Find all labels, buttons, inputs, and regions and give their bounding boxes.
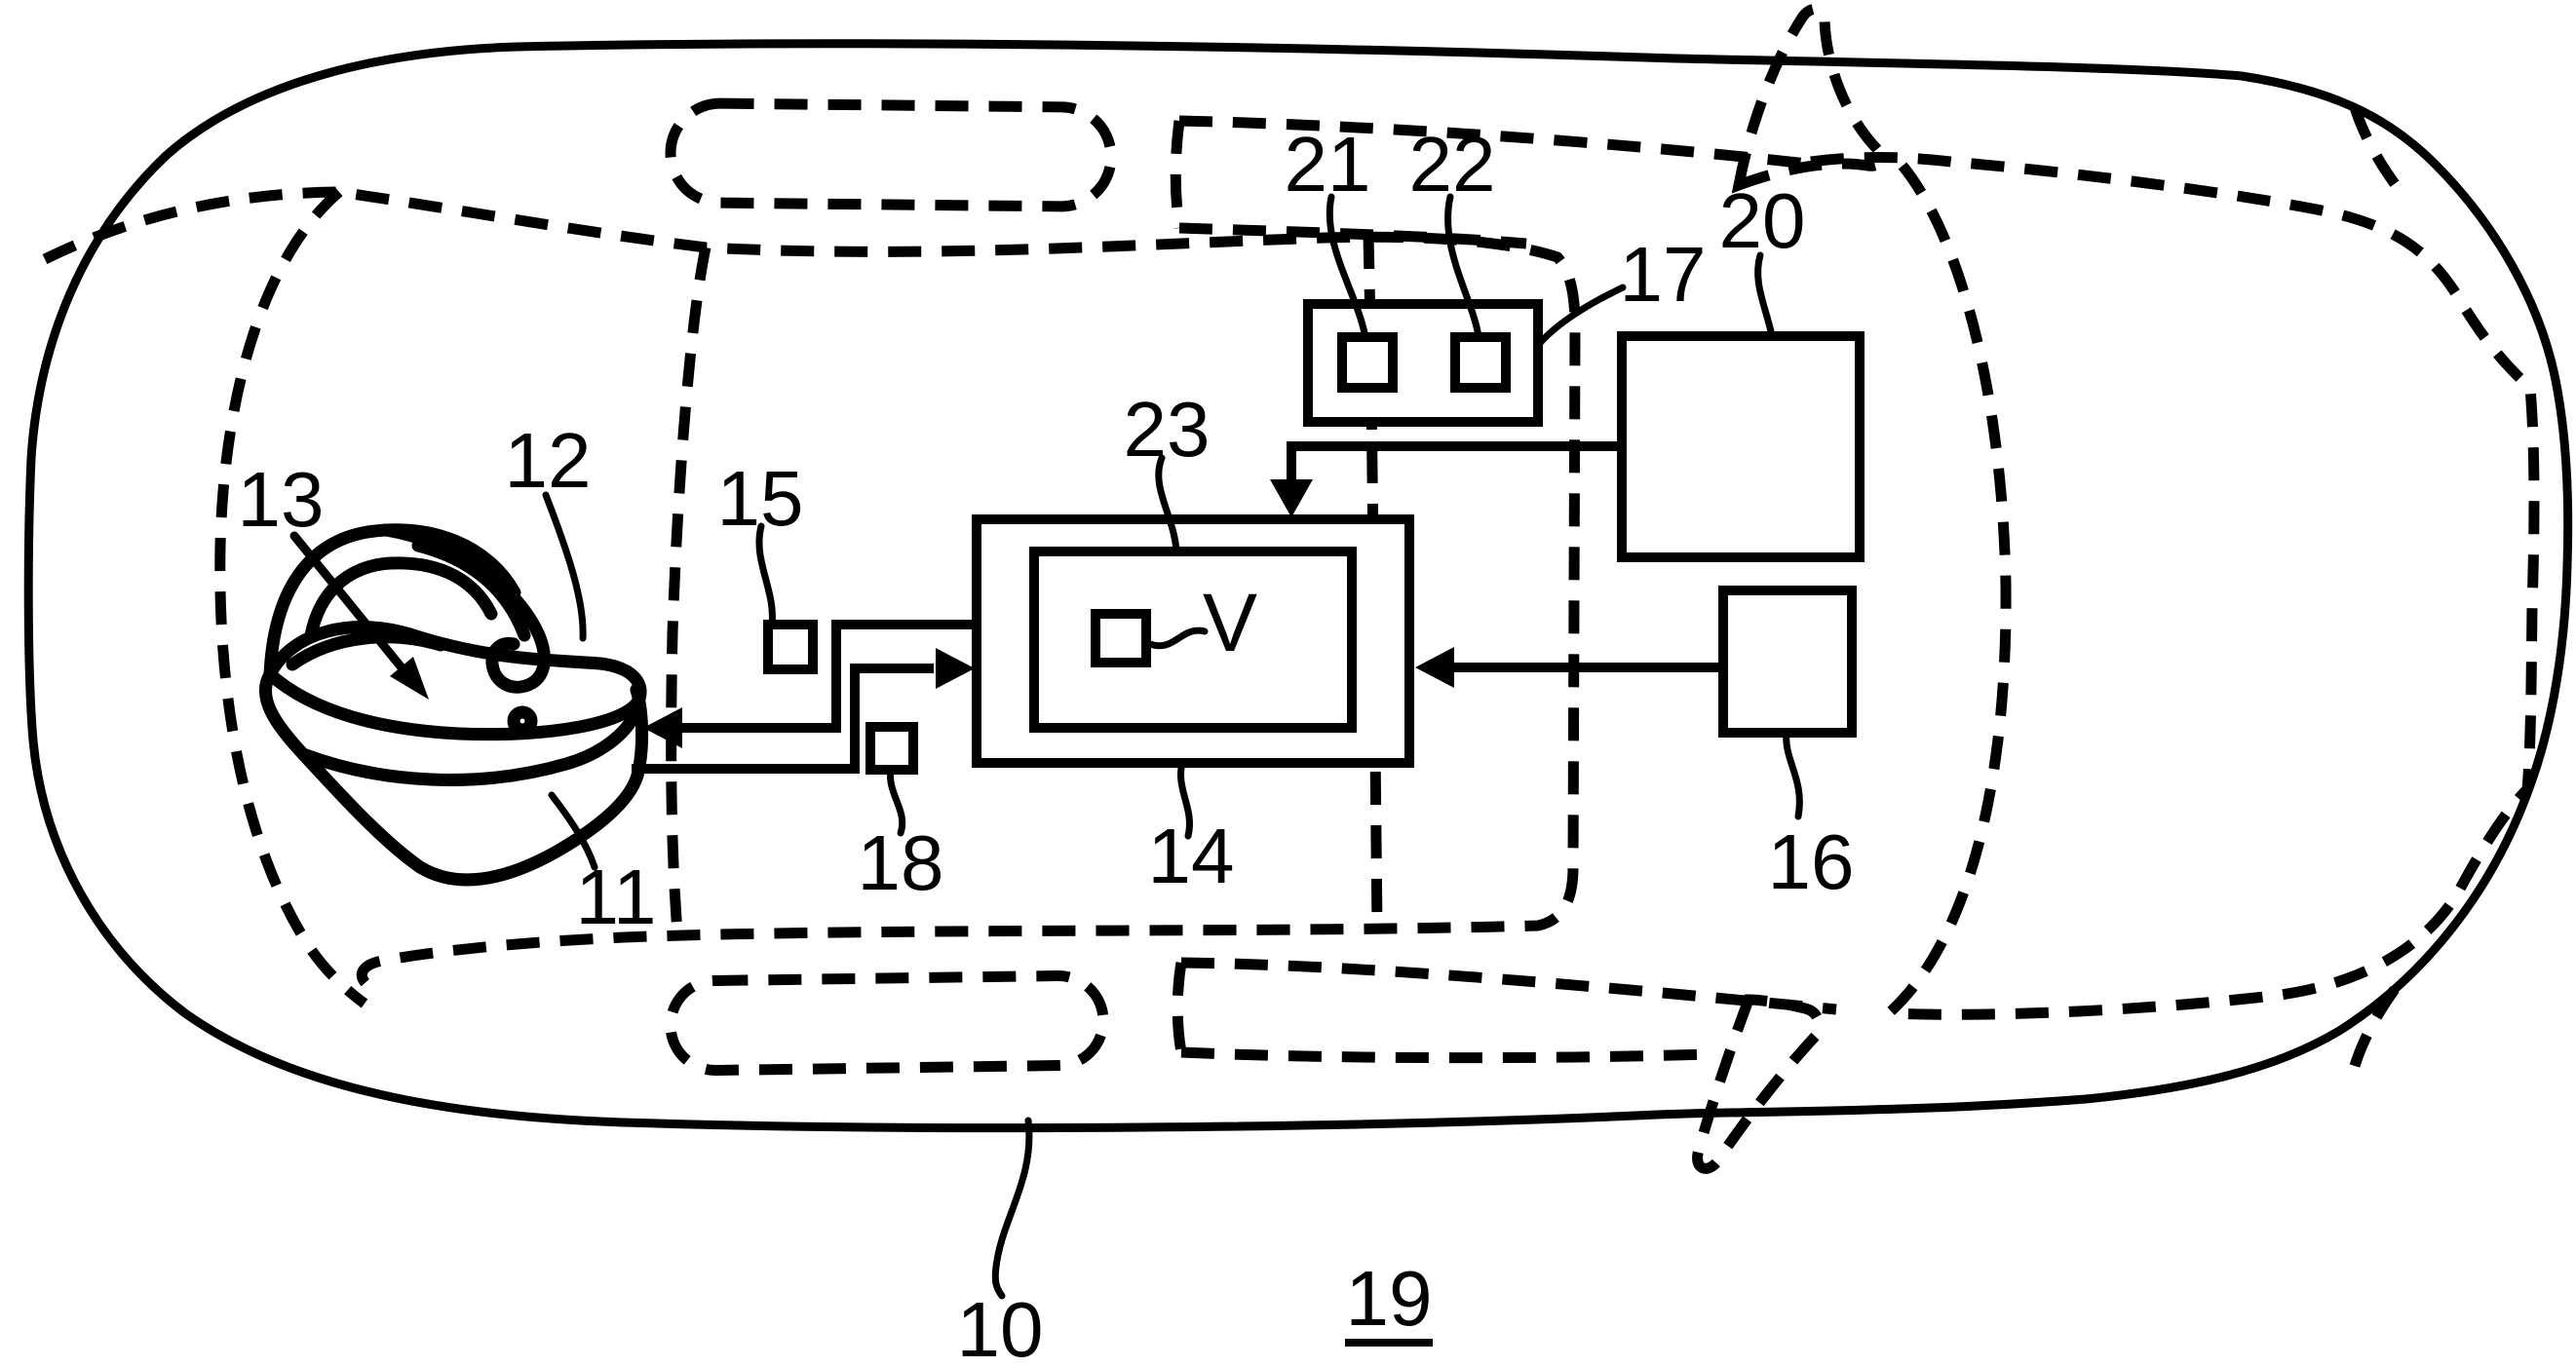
arrowhead-16-to-14 bbox=[1415, 647, 1454, 688]
leader-17 bbox=[1536, 284, 1627, 347]
label-18: 18 bbox=[858, 819, 944, 906]
headset-cradle-strap-inner bbox=[411, 539, 531, 642]
pillar-line-a bbox=[666, 246, 711, 933]
leader-21 bbox=[1326, 193, 1369, 341]
arrowhead-20-to-14 bbox=[1270, 479, 1313, 517]
arrowhead-headset-to-14 bbox=[936, 648, 975, 689]
square-21 bbox=[1337, 332, 1398, 393]
rear-window-oblong-top bbox=[665, 97, 1117, 212]
arrowhead-14-to-headset bbox=[643, 707, 682, 748]
leader-11 bbox=[548, 791, 598, 871]
label-13: 13 bbox=[238, 456, 325, 543]
rear-window-line bbox=[214, 187, 368, 1008]
label-22: 22 bbox=[1409, 121, 1496, 208]
leader-15 bbox=[755, 522, 776, 628]
square-15 bbox=[763, 620, 818, 674]
box-16 bbox=[1718, 586, 1857, 738]
label-21: 21 bbox=[1285, 121, 1371, 208]
headset-strap-arch-inner bbox=[304, 556, 498, 642]
headset-front-inner-line bbox=[296, 708, 641, 786]
headset-rim-inner-line bbox=[286, 630, 447, 671]
label-17: 17 bbox=[1620, 231, 1707, 318]
label-11: 11 bbox=[575, 854, 656, 940]
headset-body-rim bbox=[263, 621, 647, 741]
leader-20 bbox=[1754, 251, 1776, 340]
leader-12 bbox=[542, 491, 587, 642]
leader-14 bbox=[1177, 759, 1193, 840]
square-18 bbox=[865, 722, 918, 775]
label-15: 15 bbox=[717, 455, 804, 542]
leader-10 bbox=[991, 1117, 1033, 1300]
label-14: 14 bbox=[1148, 813, 1235, 899]
rear-window-oblong-bottom bbox=[665, 970, 1109, 1076]
leader-23 bbox=[1155, 454, 1180, 555]
square-22 bbox=[1450, 332, 1511, 393]
line-14-to-headset bbox=[682, 620, 977, 733]
headset-strap-arch-outer bbox=[263, 523, 521, 681]
label-v: V bbox=[1203, 577, 1257, 668]
car-outline bbox=[23, 39, 2573, 1133]
front-window-bottom bbox=[1172, 957, 1837, 1064]
arrow-13-line bbox=[289, 531, 414, 682]
figure-number-19: 19 bbox=[1346, 1255, 1433, 1342]
label-16: 16 bbox=[1768, 818, 1855, 905]
leader-22 bbox=[1444, 193, 1482, 341]
side-mirror-top bbox=[1731, 3, 1887, 194]
square-v bbox=[1091, 609, 1151, 667]
cabin-roofline bbox=[42, 186, 1581, 988]
leader-18 bbox=[887, 766, 906, 837]
leader-v bbox=[1146, 627, 1209, 650]
label-12: 12 bbox=[505, 417, 592, 504]
windshield-line bbox=[1887, 162, 2012, 1016]
label-10: 10 bbox=[957, 1286, 1044, 1367]
hood-and-front-lines bbox=[1810, 152, 2540, 1020]
line-headset-to-14 bbox=[632, 664, 934, 774]
arrowhead-13 bbox=[390, 657, 429, 700]
label-20: 20 bbox=[1719, 177, 1806, 264]
front-corner-line-bottom bbox=[2349, 976, 2406, 1068]
front-corner-line-top bbox=[2349, 105, 2406, 197]
line-20-to-14 bbox=[1287, 441, 1622, 485]
side-mirror-bottom bbox=[1692, 994, 1825, 1174]
label-23: 23 bbox=[1124, 386, 1211, 473]
vr-headset bbox=[259, 523, 649, 887]
leader-16 bbox=[1783, 729, 1803, 820]
front-window-top bbox=[1170, 115, 1808, 249]
box-23-display bbox=[1029, 547, 1357, 733]
box-20 bbox=[1617, 331, 1865, 562]
